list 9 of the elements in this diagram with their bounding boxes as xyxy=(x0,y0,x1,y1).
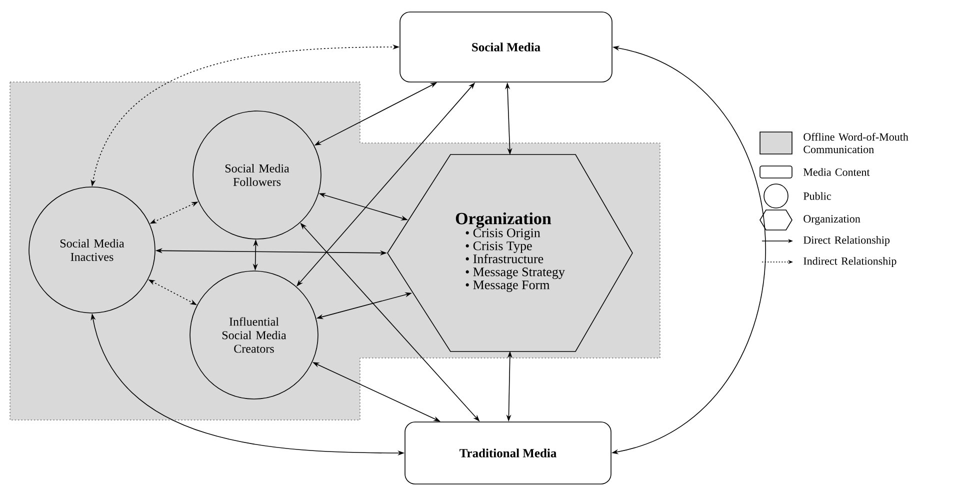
media-box: Traditional Media xyxy=(404,422,612,484)
organization-hexagon: Organization • Crisis Origin • Crisis Type • Infrastructure • Message Strategy • Message Form xyxy=(387,154,633,352)
legend-label: Indirect Relationship xyxy=(804,257,896,267)
legend-label: Offline Word-of-Mouth Communication xyxy=(804,132,908,154)
legend-label: Public xyxy=(804,192,831,200)
media-box: Social Media xyxy=(400,12,612,82)
legend-label: Organization xyxy=(804,215,860,225)
legend-label: Media Content xyxy=(804,168,870,176)
legend-label: Direct Relationship xyxy=(804,236,890,246)
